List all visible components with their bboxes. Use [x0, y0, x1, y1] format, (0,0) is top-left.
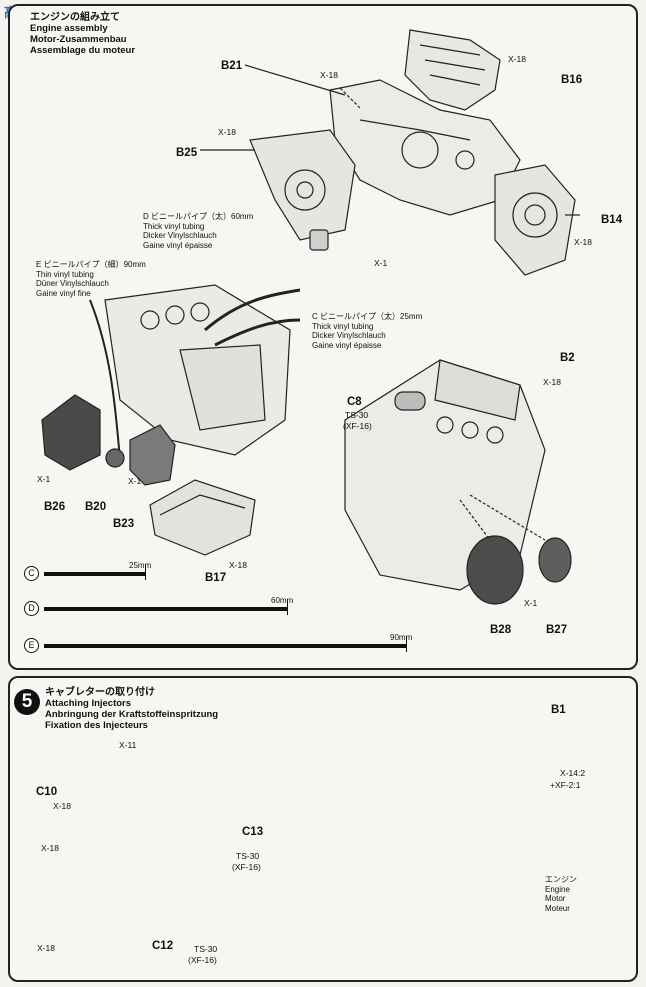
paint-label: +XF-2:1 — [550, 780, 581, 790]
paint-label: (XF-16) — [188, 955, 217, 965]
ruler-d-letter: D — [24, 601, 39, 616]
label-c13: C13 — [242, 826, 264, 838]
screw-label: X-1 — [374, 258, 388, 268]
ruler-d-label: 60mm — [271, 596, 294, 605]
label-b25: B25 — [176, 147, 198, 159]
part-b27-drawing — [538, 537, 572, 583]
label-c12: C12 — [152, 940, 174, 952]
label-b2: B2 — [560, 352, 575, 364]
step4-title-de: Motor-Zusammenbau — [30, 34, 127, 45]
paint-label: (XF-16) — [232, 862, 261, 872]
label-b23: B23 — [113, 518, 135, 530]
paint-label: TS-30 — [345, 410, 369, 420]
label-b20: B20 — [85, 501, 107, 513]
part-b23-drawing — [129, 424, 176, 486]
part-b16-drawing — [404, 29, 501, 111]
step4-header: エンジンの組み立て Engine assembly Motor-Zusammen… — [30, 12, 135, 56]
label-c8: C8 — [347, 396, 362, 408]
label-b16: B16 — [561, 74, 583, 86]
part-b14-drawing — [494, 164, 576, 276]
screw-label: X-18 — [320, 70, 338, 80]
ruler-c-bar — [44, 572, 145, 576]
screw-label: X-18 — [574, 237, 592, 247]
label-c10: C10 — [36, 786, 58, 798]
ruler-c-letter: C — [24, 566, 39, 581]
screw-label: X-18 — [543, 377, 561, 387]
step5-title-de: Anbringung der Kraftstoffeinspritzung — [45, 709, 219, 720]
paint-label: TS-30 — [194, 944, 218, 954]
step5-title-fr: Fixation des Injecteurs — [45, 720, 148, 731]
screw-label: X-1 — [524, 598, 538, 608]
vinyl-tube-e-drawing — [89, 299, 121, 461]
label-b26: B26 — [44, 501, 66, 513]
ruler-c-tick — [145, 564, 146, 580]
screw-label: X-18 — [53, 801, 71, 811]
vinyl-tube-d-drawing — [204, 288, 301, 332]
screw-label: X-11 — [119, 740, 137, 750]
tube-d-note: D ビニールパイプ（太）60mm Thick vinyl tubing Dick… — [143, 212, 254, 250]
step5-panel — [8, 676, 638, 982]
screw-label: X-18 — [508, 54, 526, 64]
label-b27: B27 — [546, 624, 568, 636]
vinyl-tube-c-drawing — [214, 318, 301, 347]
tube-c-letter: C — [312, 312, 318, 321]
tube-e-note: E ビニールパイプ（細）90mm Thin vinyl tubing Düner… — [36, 260, 146, 298]
ruler-e-label: 90mm — [390, 633, 413, 642]
screw-label: X-18 — [41, 843, 59, 853]
label-b17: B17 — [205, 572, 227, 584]
screw-label: X-1 — [37, 474, 51, 484]
screw-label: X-18 — [37, 943, 55, 953]
ruler-c-label: 25mm — [129, 561, 152, 570]
tube-c-note: C ビニールパイプ（太）25mm Thick vinyl tubing Dick… — [312, 312, 423, 350]
part-b17-drawing — [149, 479, 256, 556]
part-b25-drawing — [249, 129, 356, 241]
tube-e-letter: E — [36, 260, 42, 269]
screw-label: X-18 — [229, 560, 247, 570]
label-b14: B14 — [601, 214, 623, 226]
label-b1: B1 — [551, 704, 566, 716]
step5-title-jp: キャブレターの取り付け — [45, 687, 155, 698]
engine-note: エンジン Engine Motor Moteur — [545, 875, 577, 913]
ruler-e-tick — [406, 636, 407, 652]
part-b20-drawing — [105, 448, 125, 468]
ruler-d-bar — [44, 607, 287, 611]
label-b28: B28 — [490, 624, 512, 636]
label-b21: B21 — [221, 60, 243, 72]
part-b28-drawing — [466, 535, 524, 605]
part-b26-drawing — [41, 394, 101, 471]
screw-label: X-14:2 — [560, 768, 586, 778]
screw-label: X-18 — [218, 127, 236, 137]
ruler-e-letter: E — [24, 638, 39, 653]
tube-d-letter: D — [143, 212, 149, 221]
crankcase-upper-drawing — [329, 79, 521, 216]
paint-label: (XF-16) — [343, 421, 372, 431]
paint-label: TS-30 — [236, 851, 260, 861]
step4-title-en: Engine assembly — [30, 23, 108, 34]
step5-header: キャブレターの取り付け Attaching Injectors Anbringu… — [45, 687, 218, 731]
step5-title-en: Attaching Injectors — [45, 698, 132, 709]
ruler-d-tick — [287, 599, 288, 615]
screw-label: X-1 — [128, 476, 142, 486]
ruler-e-bar — [44, 644, 406, 648]
step4-title-jp: エンジンの組み立て — [30, 12, 120, 23]
step4-title-fr: Assemblage du moteur — [30, 45, 136, 56]
step5-number: 5 — [14, 689, 40, 715]
